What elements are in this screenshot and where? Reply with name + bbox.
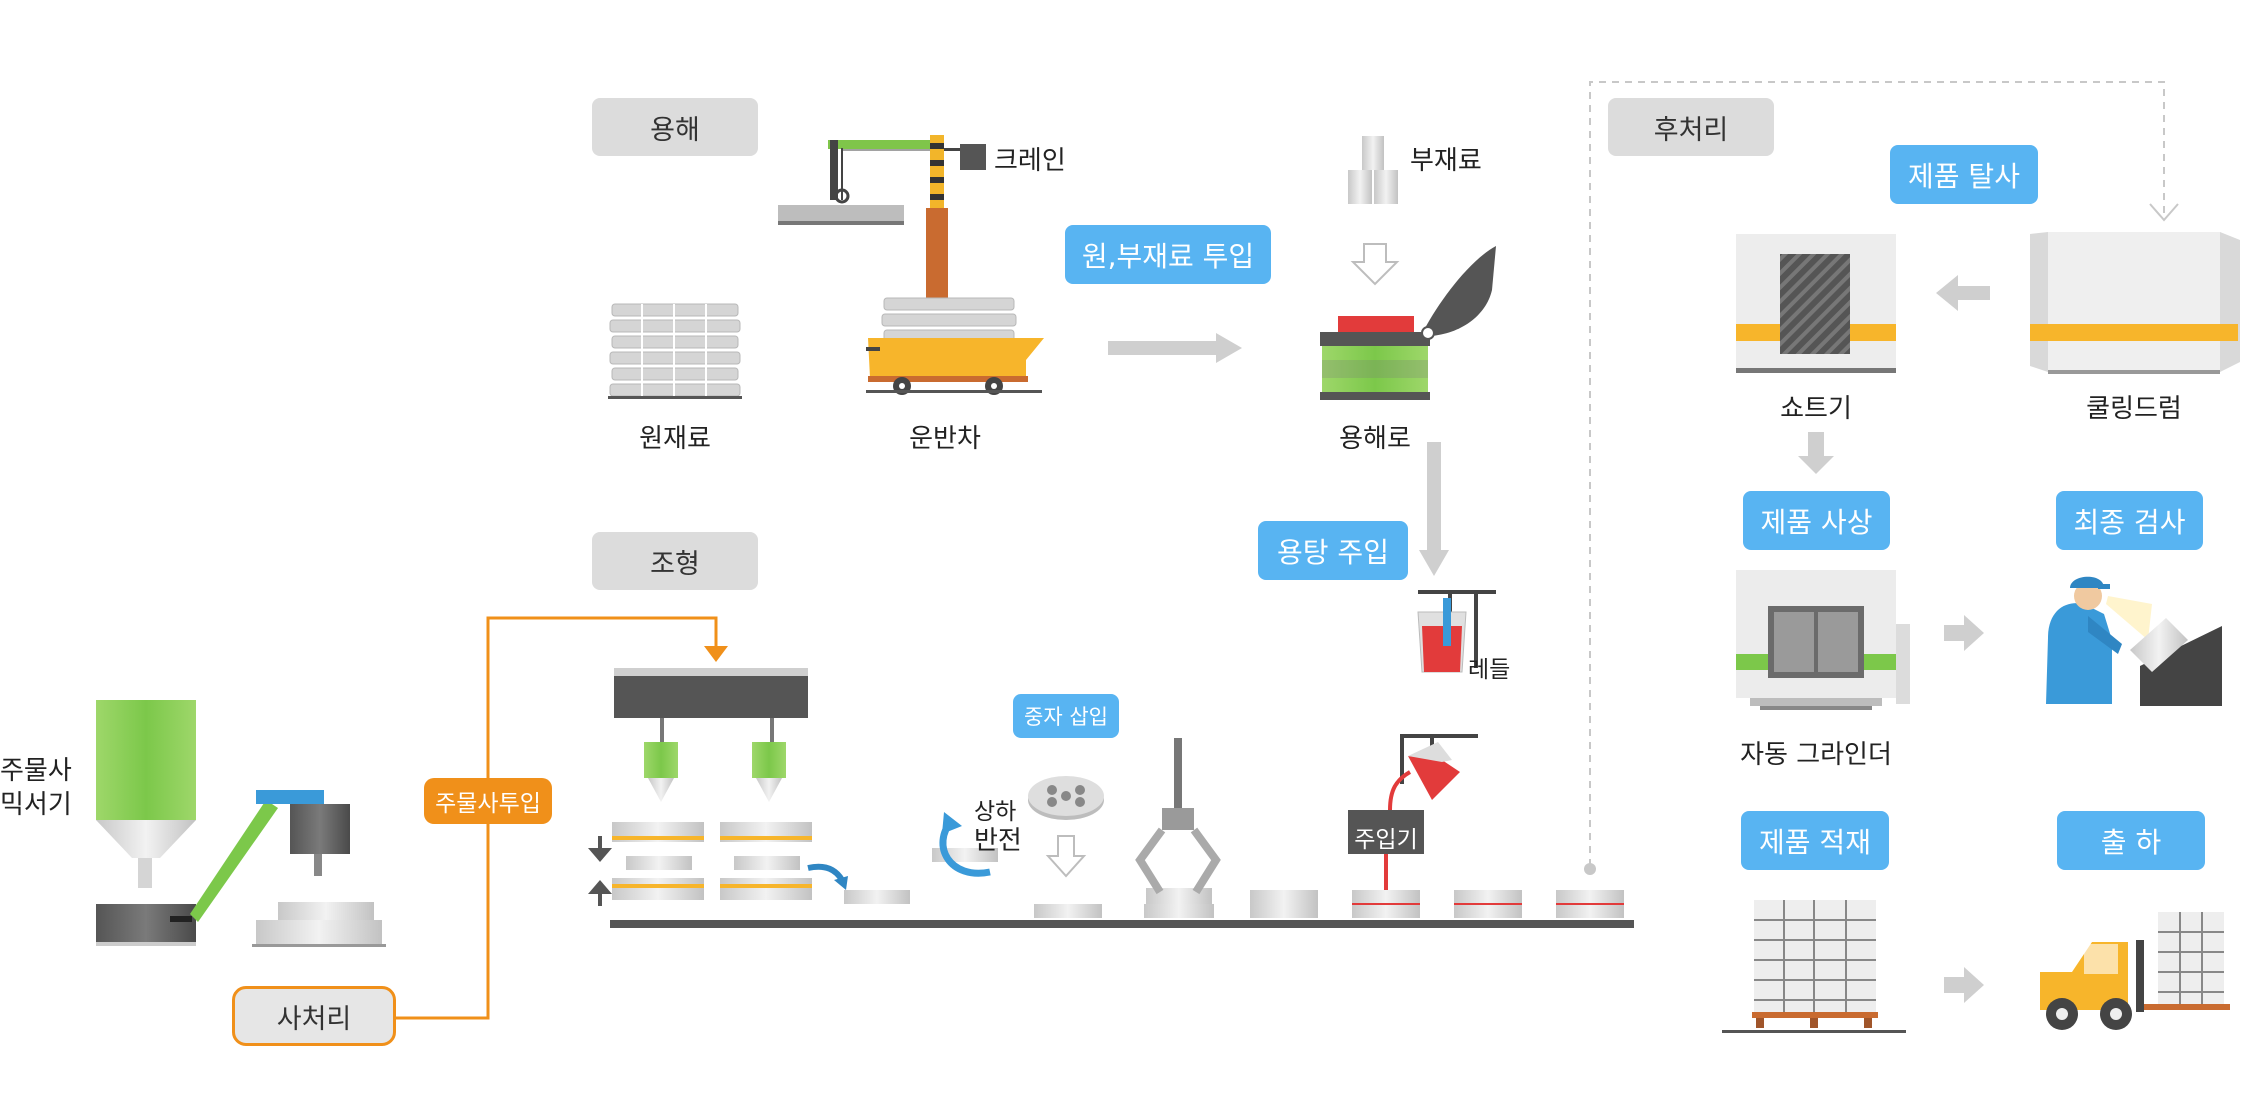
furnace-label: 용해로 [1339, 424, 1411, 454]
shot-machine-label: 쇼트기 [1780, 394, 1852, 424]
pouring-machine-label: 주입기 [1354, 827, 1418, 853]
raw-material-ingots-icon [608, 303, 742, 399]
forklift-icon [2040, 912, 2230, 1030]
arrow-right-small-icon [1944, 615, 1984, 651]
final-inspection-step: 최종 검사 [2056, 491, 2203, 550]
arrow-right-small-icon-2 [1944, 967, 1984, 1003]
shot-blast-machine-icon [1736, 234, 1896, 373]
sand-treatment-box: 사처리 [232, 986, 396, 1046]
flip-icon [932, 812, 998, 877]
post-process-boundary [1589, 81, 2179, 866]
sand-feed-line [396, 616, 718, 1020]
stacking-step: 제품 적재 [1741, 811, 1889, 870]
pouring-machine-icon [1348, 734, 1478, 890]
raw-material-label: 원재료 [639, 424, 711, 454]
sand-mixer-icon [96, 700, 386, 947]
stage-molding-tag: 조형 [592, 532, 758, 590]
finishing-step: 제품 사상 [1743, 491, 1890, 550]
stage-post-tag: 후처리 [1608, 98, 1774, 156]
ladle-label: 레들 [1468, 657, 1511, 683]
arrow-right-icon [1108, 333, 1242, 363]
cooling-drum-icon [2030, 232, 2240, 374]
conveyor-belt [610, 920, 1634, 928]
demold-step: 제품 탈사 [1890, 145, 2038, 204]
stage-melting-tag: 용해 [592, 98, 758, 156]
shipping-step: 출 하 [2057, 811, 2205, 870]
core-icon [1028, 776, 1104, 878]
arrow-left-icon [1936, 275, 1990, 311]
sub-material-label: 부재료 [1410, 146, 1482, 176]
material-input-step: 원,부재료 투입 [1065, 225, 1271, 284]
molding-press-icon [588, 668, 848, 906]
sub-material-icon [1348, 136, 1400, 286]
sand-mixer-label-1: 주물사 [0, 756, 72, 786]
melting-furnace-icon [1320, 246, 1496, 400]
crane-label: 크레인 [994, 146, 1066, 176]
core-insert-step: 중자 삽입 [1013, 694, 1119, 738]
cart-label: 운반차 [909, 424, 981, 454]
transport-cart-icon [866, 297, 1044, 395]
final-inspector-icon [2046, 576, 2222, 706]
flip-label-1: 상하 [974, 799, 1017, 825]
sand-input-step: 주물사투입 [424, 778, 552, 824]
cooling-drum-label: 쿨링드럼 [2086, 394, 2182, 424]
sand-feed-arrow-icon [704, 646, 728, 662]
flip-label-2: 반전 [974, 826, 1022, 856]
sand-mixer-label-2: 믹서기 [0, 790, 72, 820]
arrow-down-icon [1419, 442, 1449, 576]
molten-pour-step: 용탕 주입 [1258, 521, 1408, 580]
ladle-icon [1417, 590, 1496, 673]
crane-icon [778, 135, 986, 308]
auto-grinder-icon [1736, 570, 1910, 710]
stacked-products-icon [1722, 900, 1906, 1033]
arrow-down-small-icon [1798, 432, 1834, 474]
auto-grinder-label: 자동 그라인더 [1740, 740, 1892, 770]
boundary-dot [1584, 863, 1596, 875]
robot-gripper-icon [1135, 738, 1221, 895]
